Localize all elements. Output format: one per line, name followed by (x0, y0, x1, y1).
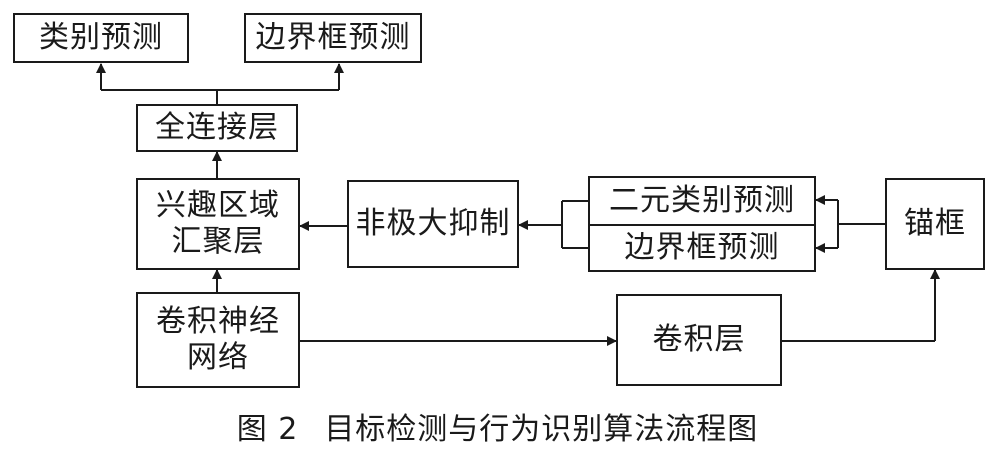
bbox-prediction-right-box: 边界框预测 (588, 224, 816, 272)
nms-label: 非极大抑制 (355, 206, 511, 241)
figure-caption: 图 2 目标检测与行为识别算法流程图 (0, 404, 995, 448)
roi-pooling-label: 兴趣区域 汇聚层 (156, 188, 280, 259)
fully-connected-layer-box: 全连接层 (136, 104, 298, 152)
bbox-prediction-right-label: 边界框预测 (624, 230, 780, 265)
bbox-prediction-top-label: 边界框预测 (255, 20, 411, 55)
cnn-label: 卷积神经 网络 (156, 304, 280, 375)
conv-layer-label: 卷积层 (652, 322, 746, 357)
nms-box: 非极大抑制 (347, 180, 519, 268)
conv-layer-box: 卷积层 (616, 294, 782, 386)
fully-connected-layer-label: 全连接层 (155, 110, 279, 145)
class-prediction-label: 类别预测 (39, 20, 163, 55)
roi-pooling-box: 兴趣区域 汇聚层 (136, 178, 300, 270)
figure-number: 图 2 (236, 412, 299, 447)
anchor-box: 锚框 (885, 178, 985, 270)
binary-class-prediction-box: 二元类别预测 (588, 176, 816, 226)
class-prediction-box: 类别预测 (13, 13, 189, 63)
anchor-label: 锚框 (904, 206, 966, 241)
figure-caption-text: 目标检测与行为识别算法流程图 (324, 412, 759, 447)
binary-class-prediction-label: 二元类别预测 (609, 183, 795, 218)
bbox-prediction-top-box: 边界框预测 (244, 13, 422, 63)
cnn-box: 卷积神经 网络 (136, 292, 300, 388)
